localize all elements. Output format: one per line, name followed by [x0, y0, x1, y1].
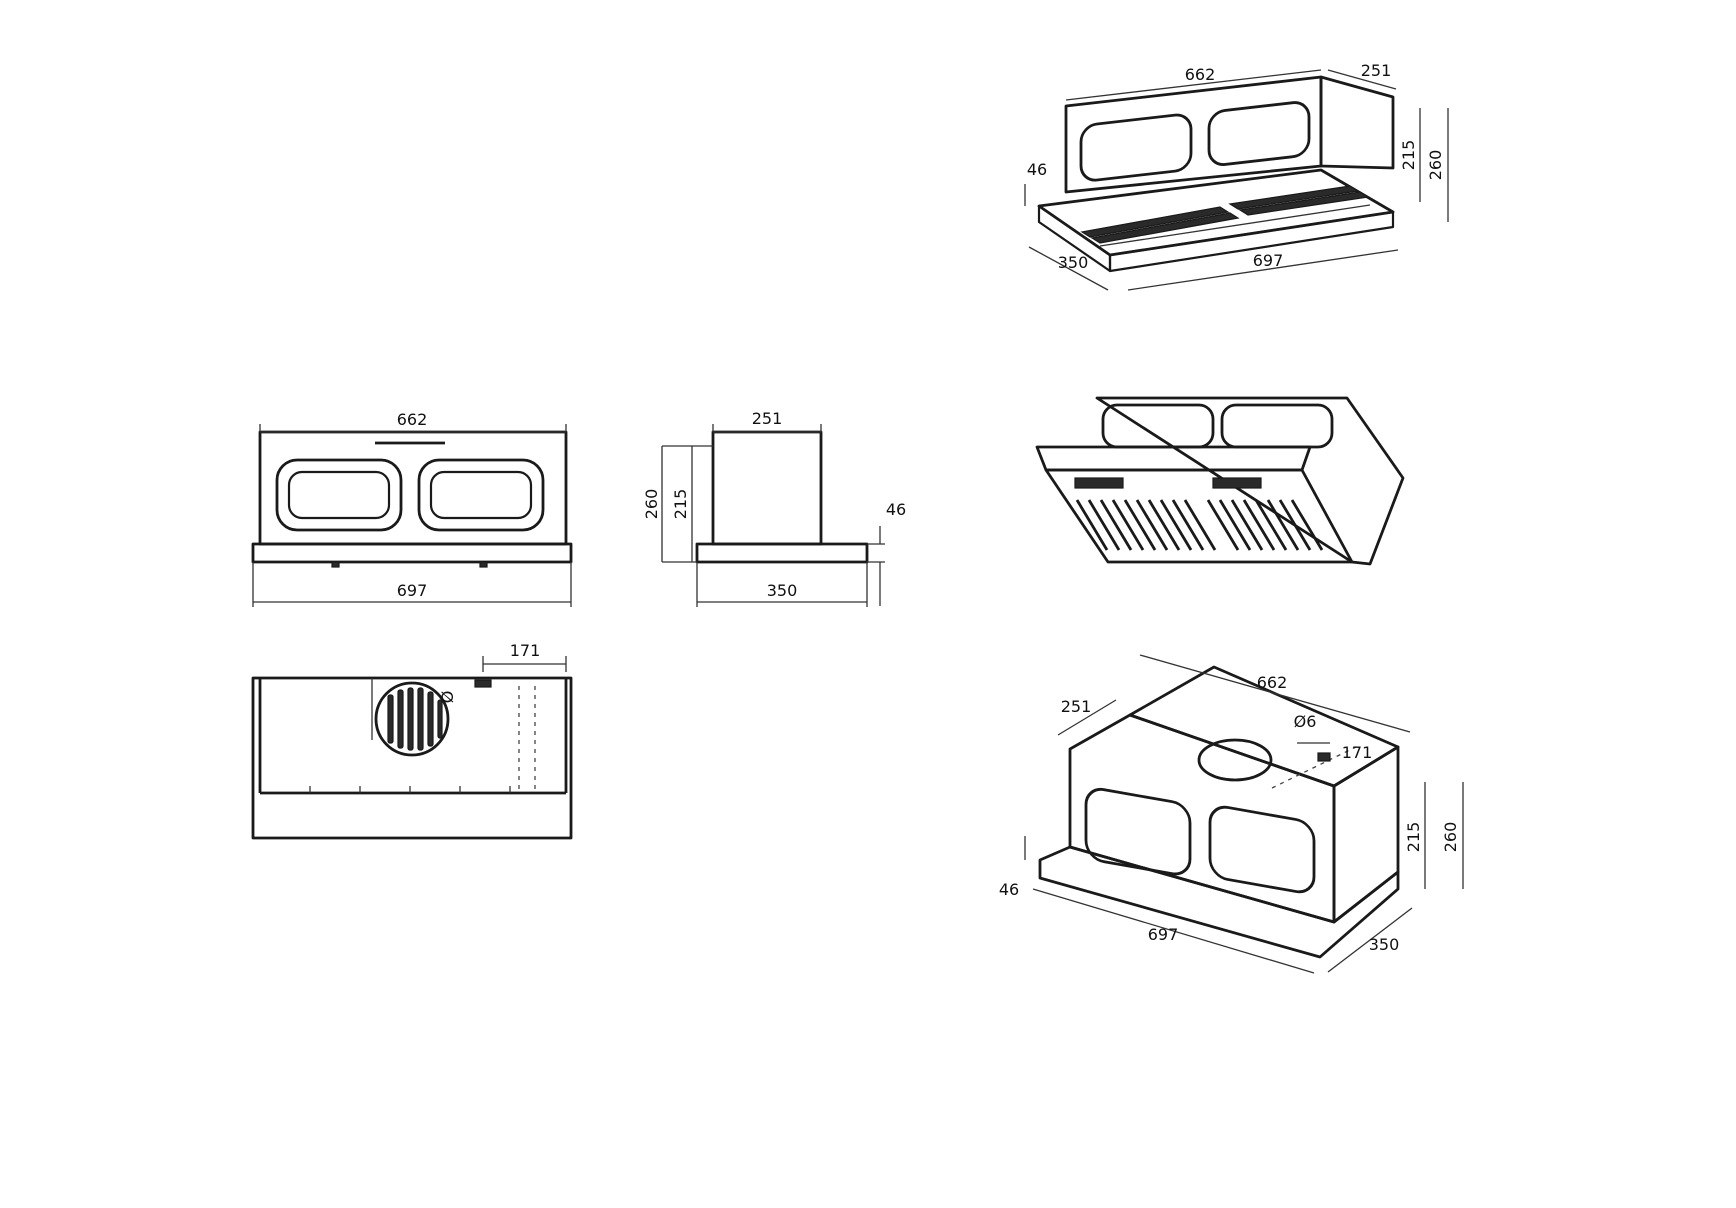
side-body	[711, 430, 823, 546]
iso-mid-body	[1095, 396, 1405, 566]
iso-top-panel-left	[1079, 113, 1193, 182]
dim-side-260: 260	[642, 489, 661, 520]
dim-side-215: 215	[671, 489, 690, 520]
duct-outlet	[374, 681, 450, 757]
iso-mid-grille-right	[1206, 499, 1324, 551]
dim-line-iso-top-662	[1065, 69, 1322, 101]
iso-bot-panel-right	[1208, 805, 1316, 894]
front-panel-right	[417, 458, 545, 532]
top-bracket	[474, 679, 492, 688]
iso-bot-base	[1038, 845, 1400, 959]
dim-top-171: 171	[510, 641, 541, 660]
front-view: 662 697	[251, 410, 573, 607]
dim-iso-bot-duct-diameter: Ø6	[1294, 712, 1317, 731]
dim-line-iso-bot-251	[1057, 699, 1117, 736]
dim-line-iso-bot-350	[1327, 907, 1413, 973]
dim-top-duct-diameter: Ø	[438, 691, 457, 704]
top-rail-marks	[309, 786, 511, 793]
duct-grille	[387, 687, 443, 751]
dim-iso-bot-171: 171	[1342, 743, 1373, 762]
iso-mid-light-right	[1212, 477, 1262, 489]
dim-iso-top-251: 251	[1361, 61, 1392, 80]
iso-top-base-front	[1108, 210, 1395, 273]
dim-iso-top-350: 350	[1058, 253, 1089, 272]
iso-mid-light-left	[1074, 477, 1124, 489]
side-view: 251 215 260 350 46	[642, 409, 906, 607]
front-panel-right-inner	[429, 470, 533, 520]
iso-top-side-face	[1319, 75, 1395, 170]
dim-line-iso-bot-697	[1032, 888, 1315, 974]
dim-side-251: 251	[752, 409, 783, 428]
front-body	[258, 430, 568, 546]
iso-bot-panel-left	[1084, 787, 1192, 876]
dim-iso-bot-662: 662	[1257, 673, 1288, 692]
front-panel-left	[275, 458, 403, 532]
front-base-lip	[251, 542, 573, 564]
iso-mid-underside	[1044, 468, 1354, 564]
dim-iso-bot-260: 260	[1441, 822, 1460, 853]
dim-iso-bot-215: 215	[1404, 822, 1423, 853]
dim-iso-top-215: 215	[1399, 140, 1418, 171]
front-panel-left-inner	[287, 470, 391, 520]
iso-top-grille	[1080, 185, 1371, 247]
dim-line-iso-top-350	[1028, 246, 1109, 291]
dim-side-350: 350	[767, 581, 798, 600]
dim-iso-top-697: 697	[1253, 251, 1284, 270]
dim-iso-top-662: 662	[1185, 65, 1216, 84]
iso-bot-bracket	[1317, 752, 1331, 762]
iso-view-bottom: 662 251 Ø6 171 215 260 46 697 350	[999, 654, 1464, 974]
dim-front-697: 697	[397, 581, 428, 600]
iso-mid-panel-right	[1220, 403, 1334, 449]
iso-view-top: 662 251 215 260 46 350 697	[1024, 61, 1449, 291]
iso-view-underside	[1035, 396, 1405, 566]
top-view: 171 Ø	[251, 641, 573, 840]
dim-iso-bot-251: 251	[1061, 697, 1092, 716]
iso-bot-duct	[1197, 738, 1273, 782]
dim-iso-bot-350: 350	[1369, 935, 1400, 954]
dim-front-662: 662	[397, 410, 428, 429]
dim-iso-top-260: 260	[1426, 150, 1445, 181]
dim-iso-bot-697: 697	[1148, 925, 1179, 944]
iso-top-panel-right	[1207, 101, 1311, 166]
dim-side-46: 46	[886, 500, 906, 519]
dim-line-iso-top-697	[1127, 249, 1399, 291]
iso-mid-lip	[1035, 445, 1312, 472]
dim-iso-top-46: 46	[1027, 160, 1047, 179]
dim-line-iso-top-251	[1327, 69, 1397, 90]
front-foot-left	[331, 561, 340, 568]
side-base-lip	[695, 542, 869, 564]
front-foot-right	[479, 561, 488, 568]
top-outer	[251, 676, 573, 840]
iso-mid-grille-left	[1075, 499, 1217, 551]
dim-line-iso-bot-662	[1139, 654, 1411, 733]
dim-iso-bot-46: 46	[999, 880, 1019, 899]
